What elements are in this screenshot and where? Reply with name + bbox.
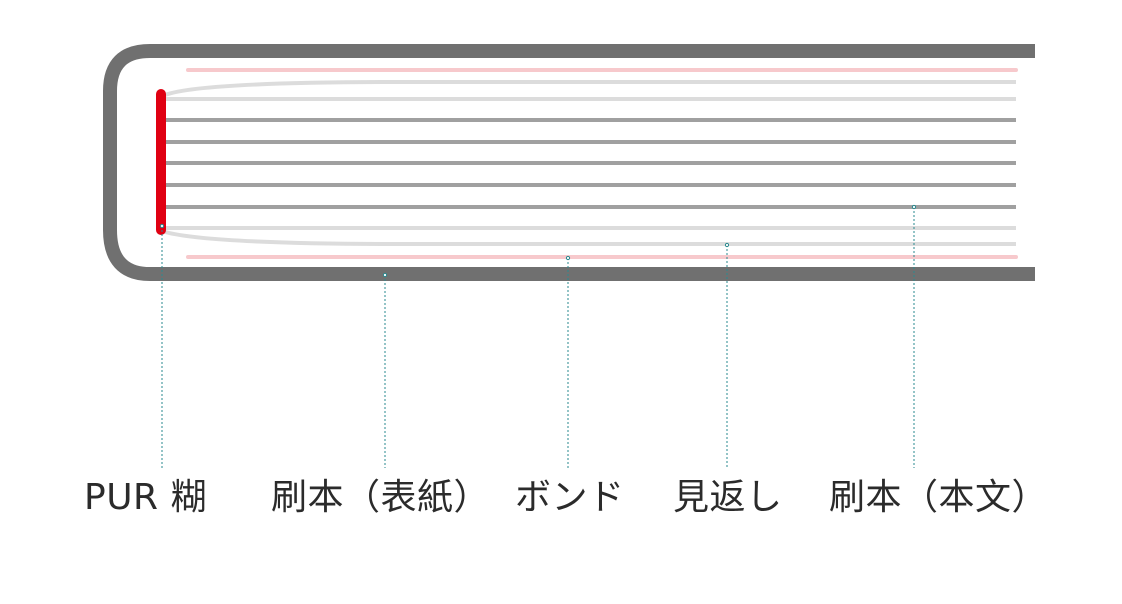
cover-board — [103, 44, 1035, 281]
label-body-sheets: 刷本（本文） — [829, 477, 1049, 518]
label-pur-glue: PUR 糊 — [84, 477, 208, 518]
endpaper-top-outer — [164, 80, 1016, 97]
leader-dot-body — [911, 204, 917, 210]
label-endpaper: 見返し — [673, 477, 783, 518]
leader-dot-bond — [565, 255, 571, 261]
endpaper-bottom-outer — [164, 230, 1016, 246]
leader-dot-pur — [159, 223, 165, 229]
leader-dot-endpaper — [724, 242, 730, 248]
label-cover-sheet: 刷本（表紙） — [271, 477, 491, 518]
label-bond: ボンド — [515, 477, 625, 518]
leader-dot-cover — [382, 272, 388, 278]
